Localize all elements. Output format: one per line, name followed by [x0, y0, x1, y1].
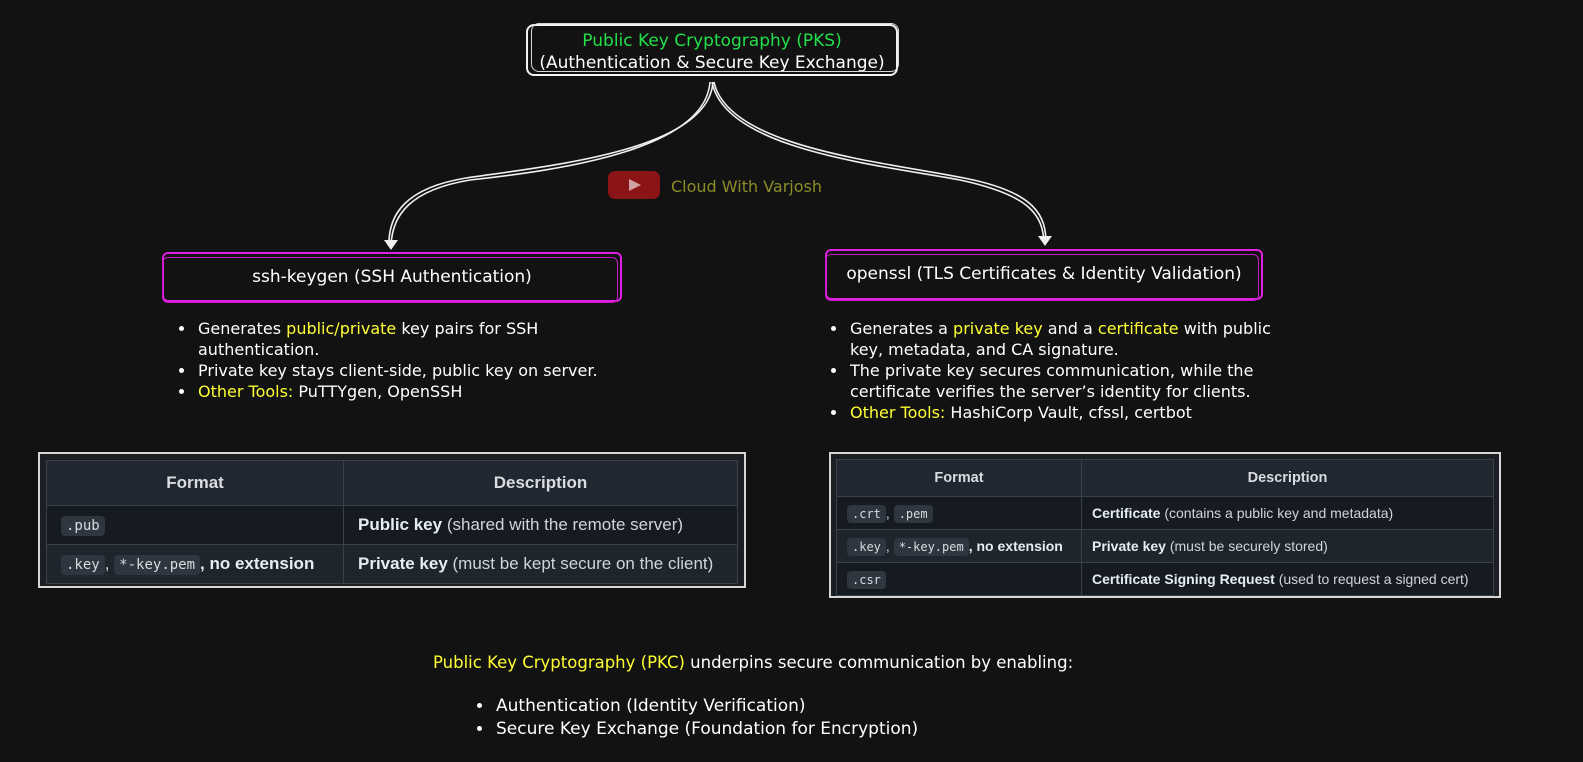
youtube-play-icon: [608, 171, 660, 199]
list-item: Other Tools: PuTTYgen, OpenSSH: [196, 381, 614, 402]
list-item: The private key secures communication, w…: [848, 360, 1296, 402]
description-cell: Private key (must be kept secure on the …: [343, 544, 738, 584]
ssh-keygen-label: ssh-keygen (SSH Authentication): [252, 267, 532, 287]
ssh-keygen-box: ssh-keygen (SSH Authentication): [162, 252, 622, 303]
footer-summary: Public Key Cryptography (PKC) underpins …: [433, 653, 1073, 672]
openssl-format-table: Format Description .crt, .pem Certificat…: [829, 452, 1501, 598]
column-header-description: Description: [343, 460, 738, 506]
openssl-bullet-list: Generates a private key and a certificat…: [826, 318, 1296, 423]
table-row: .key, *-key.pem, no extension Private ke…: [836, 529, 1494, 563]
format-cell: .pub: [46, 505, 344, 545]
format-cell: .key, *-key.pem, no extension: [836, 529, 1082, 563]
description-cell: Public key (shared with the remote serve…: [343, 505, 738, 545]
table-row: .key, *-key.pem, no extension Private ke…: [46, 544, 738, 584]
description-cell: Certificate (contains a public key and m…: [1081, 496, 1494, 530]
list-item: Private key stays client-side, public ke…: [196, 360, 614, 381]
openssl-box: openssl (TLS Certificates & Identity Val…: [825, 249, 1263, 301]
footer-bullet-list: Authentication (Identity Verification) S…: [472, 695, 972, 741]
footer-text: underpins secure communication by enabli…: [684, 653, 1074, 672]
list-item: Secure Key Exchange (Foundation for Encr…: [494, 718, 972, 741]
list-item: Generates public/private key pairs for S…: [196, 318, 614, 360]
table-row: .csr Certificate Signing Request (used t…: [836, 562, 1494, 596]
format-cell: .key, *-key.pem, no extension: [46, 544, 344, 584]
ssh-format-table: Format Description .pub Public key (shar…: [38, 452, 746, 588]
column-header-format: Format: [836, 459, 1082, 497]
watermark-text: Cloud With Varjosh: [671, 177, 822, 196]
description-cell: Certificate Signing Request (used to req…: [1081, 562, 1494, 596]
diagram-subtitle: (Authentication & Secure Key Exchange): [539, 53, 885, 73]
table-row: .crt, .pem Certificate (contains a publi…: [836, 496, 1494, 530]
description-cell: Private key (must be securely stored): [1081, 529, 1494, 563]
column-header-format: Format: [46, 460, 344, 506]
format-cell: .csr: [836, 562, 1082, 596]
column-header-description: Description: [1081, 459, 1494, 497]
openssl-label: openssl (TLS Certificates & Identity Val…: [846, 264, 1242, 284]
format-cell: .crt, .pem: [836, 496, 1082, 530]
list-item: Generates a private key and a certificat…: [848, 318, 1296, 360]
list-item: Authentication (Identity Verification): [494, 695, 972, 718]
diagram-title: Public Key Cryptography (PKS): [582, 31, 842, 51]
title-box: Public Key Cryptography (PKS) (Authentic…: [526, 23, 899, 76]
table-row: .pub Public key (shared with the remote …: [46, 505, 738, 545]
footer-highlight: Public Key Cryptography (PKC): [433, 653, 685, 672]
ssh-bullet-list: Generates public/private key pairs for S…: [174, 318, 614, 402]
list-item: Other Tools: HashiCorp Vault, cfssl, cer…: [848, 402, 1296, 423]
